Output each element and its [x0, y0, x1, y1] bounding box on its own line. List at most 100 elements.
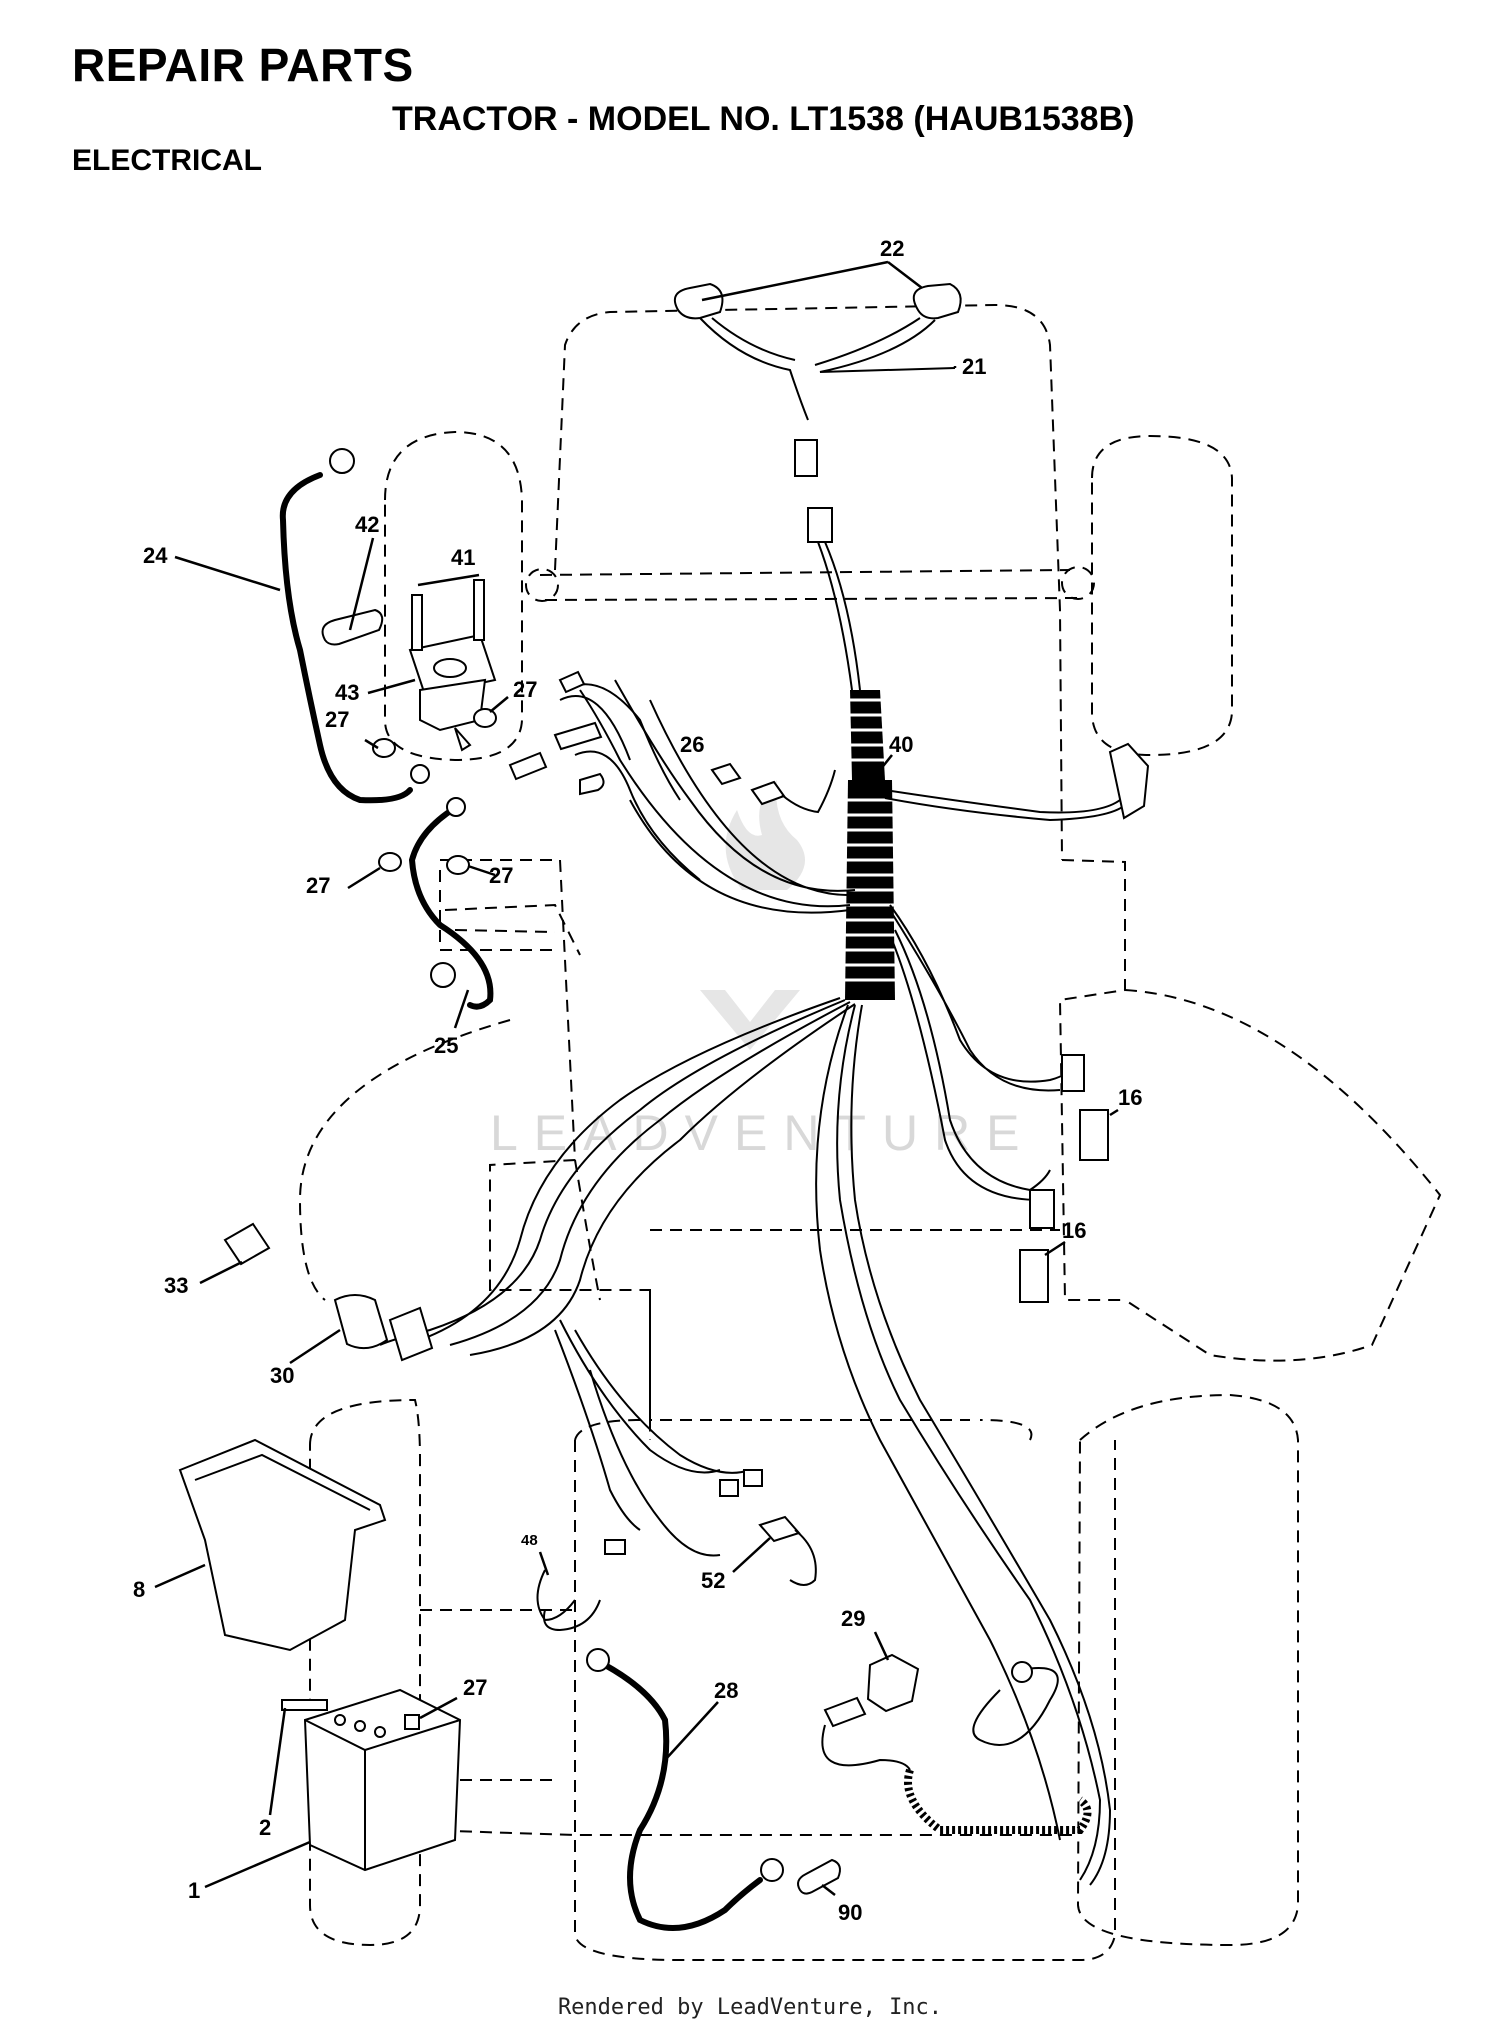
leader-27a — [364, 738, 379, 750]
leader-22 — [701, 260, 923, 302]
leader-33 — [199, 1260, 243, 1285]
callout-22: 22 — [880, 236, 904, 261]
leader-90 — [821, 1884, 836, 1896]
fuse-holder — [553, 721, 603, 751]
leader-28 — [664, 1701, 719, 1761]
callout-27d: 27 — [489, 863, 513, 888]
nut-27b — [473, 708, 497, 728]
battery-top — [304, 1719, 461, 1870]
callout-42: 42 — [355, 512, 379, 537]
callout-16b: 16 — [1062, 1218, 1086, 1243]
ring-terminal-pto — [1011, 1661, 1033, 1683]
clip-connector — [558, 670, 586, 694]
callout-26: 26 — [680, 732, 704, 757]
plug-connector-16b — [1029, 1189, 1055, 1229]
frame-right-rail-outline — [1058, 859, 1126, 1301]
harness-wire-left-upper — [579, 679, 856, 914]
callout-28: 28 — [714, 1678, 738, 1703]
solenoid-terminal — [433, 658, 467, 678]
harness-wire-to-rear — [815, 1004, 1112, 1886]
callout-48: 48 — [521, 1532, 538, 1549]
ring-terminal-25 — [430, 962, 456, 988]
leader-16a — [1109, 1108, 1119, 1117]
harness-wire-right-lower — [889, 904, 1081, 1201]
harness-wire-solenoid — [559, 683, 701, 881]
callout-43: 43 — [335, 680, 359, 705]
watermark-text: LEADVENTURE — [490, 1105, 1036, 1161]
harness-sleeve-ribs — [845, 698, 895, 982]
leader-48 — [538, 1551, 550, 1576]
callout-25: 25 — [434, 1033, 458, 1058]
connector-52 — [758, 1515, 801, 1543]
callout-27b: 27 — [513, 677, 537, 702]
model-subtitle: TRACTOR - MODEL NO. LT1538 (HAUB1538B) — [392, 100, 1135, 138]
fuse-holder-26 — [750, 780, 786, 806]
headlight-connector-21 — [794, 439, 818, 477]
pto-switch-29 — [866, 1653, 920, 1713]
harness-wire-to-reverse — [589, 1369, 721, 1557]
leader-42 — [348, 537, 375, 631]
harness-to-front-wire — [817, 541, 861, 691]
callout-2: 2 — [259, 1815, 271, 1840]
leader-40 — [879, 754, 893, 771]
ground-cable-25 — [408, 805, 494, 1010]
leader-27c — [347, 866, 381, 890]
solenoid-body — [419, 678, 487, 732]
callout-90: 90 — [838, 1900, 862, 1925]
ignition-key-33 — [223, 1222, 271, 1266]
ring-terminal-24 — [329, 448, 355, 474]
leader-8 — [154, 1563, 206, 1589]
axle-pivot-right — [1061, 566, 1095, 600]
callout-41: 41 — [451, 545, 475, 570]
harness-wire-to-ignition — [379, 997, 856, 1356]
ring-terminal-28b — [760, 1858, 784, 1882]
rear-fender-left-outline — [298, 1019, 511, 1301]
fuse-wire — [781, 769, 836, 814]
cable-28 — [602, 1662, 763, 1931]
callout-1: 1 — [188, 1878, 200, 1903]
rear-right-wheel-outline — [1076, 1393, 1299, 1947]
leader-2 — [268, 1707, 287, 1816]
connector-ignition-52 — [719, 1469, 763, 1497]
inline-terminal — [508, 751, 548, 781]
front-left-wheel-outline — [384, 430, 523, 762]
nut-27e — [404, 1714, 420, 1730]
ring-terminal-25b — [446, 797, 466, 817]
nut-27a — [372, 738, 396, 758]
headlight-bulb-right — [912, 282, 962, 320]
harness-wire-right-upper — [884, 789, 1126, 822]
ignition-switch-30 — [333, 1294, 389, 1350]
callout-24: 24 — [143, 543, 168, 568]
callout-16a: 16 — [1118, 1085, 1142, 1110]
leader-25 — [453, 989, 470, 1029]
harness-connector-48 — [604, 1539, 626, 1555]
frame-centre-outline — [649, 1229, 1060, 1421]
harness-sleeve-upper — [850, 690, 885, 780]
relay-48 — [536, 1569, 576, 1622]
battery-tray-8 — [178, 1438, 387, 1652]
solenoid-bolt-right — [473, 579, 485, 641]
harness-wires — [379, 679, 1126, 1886]
callout-29: 29 — [841, 1606, 865, 1631]
pto-wire — [821, 1667, 1059, 1771]
seat-switch-16a — [1079, 1109, 1109, 1161]
starter-solenoid-assembly — [321, 579, 605, 875]
callout-40: 40 — [889, 732, 913, 757]
page-title: REPAIR PARTS — [72, 39, 414, 91]
electrical-diagram: LEADVENTURE — [133, 236, 1442, 1961]
front-right-wheel-outline — [1091, 434, 1233, 757]
battery-cell-3 — [374, 1726, 386, 1738]
leader-30 — [289, 1328, 341, 1365]
watermark: LEADVENTURE — [490, 780, 1036, 1161]
leader-27e — [419, 1696, 458, 1720]
battery-1 — [303, 1688, 462, 1872]
footer-credit: Rendered by LeadVenture, Inc. — [557, 1995, 943, 2020]
footrest-outline — [444, 903, 581, 956]
plug-connector-16a — [1061, 1054, 1085, 1092]
bolt-2 — [281, 1699, 328, 1711]
leader-27d — [467, 864, 496, 877]
callout-8: 8 — [133, 1577, 145, 1602]
fuse-wire-48 — [543, 1599, 601, 1632]
rear-axle-outline — [419, 1609, 1078, 1836]
wire-52 — [789, 1529, 817, 1586]
